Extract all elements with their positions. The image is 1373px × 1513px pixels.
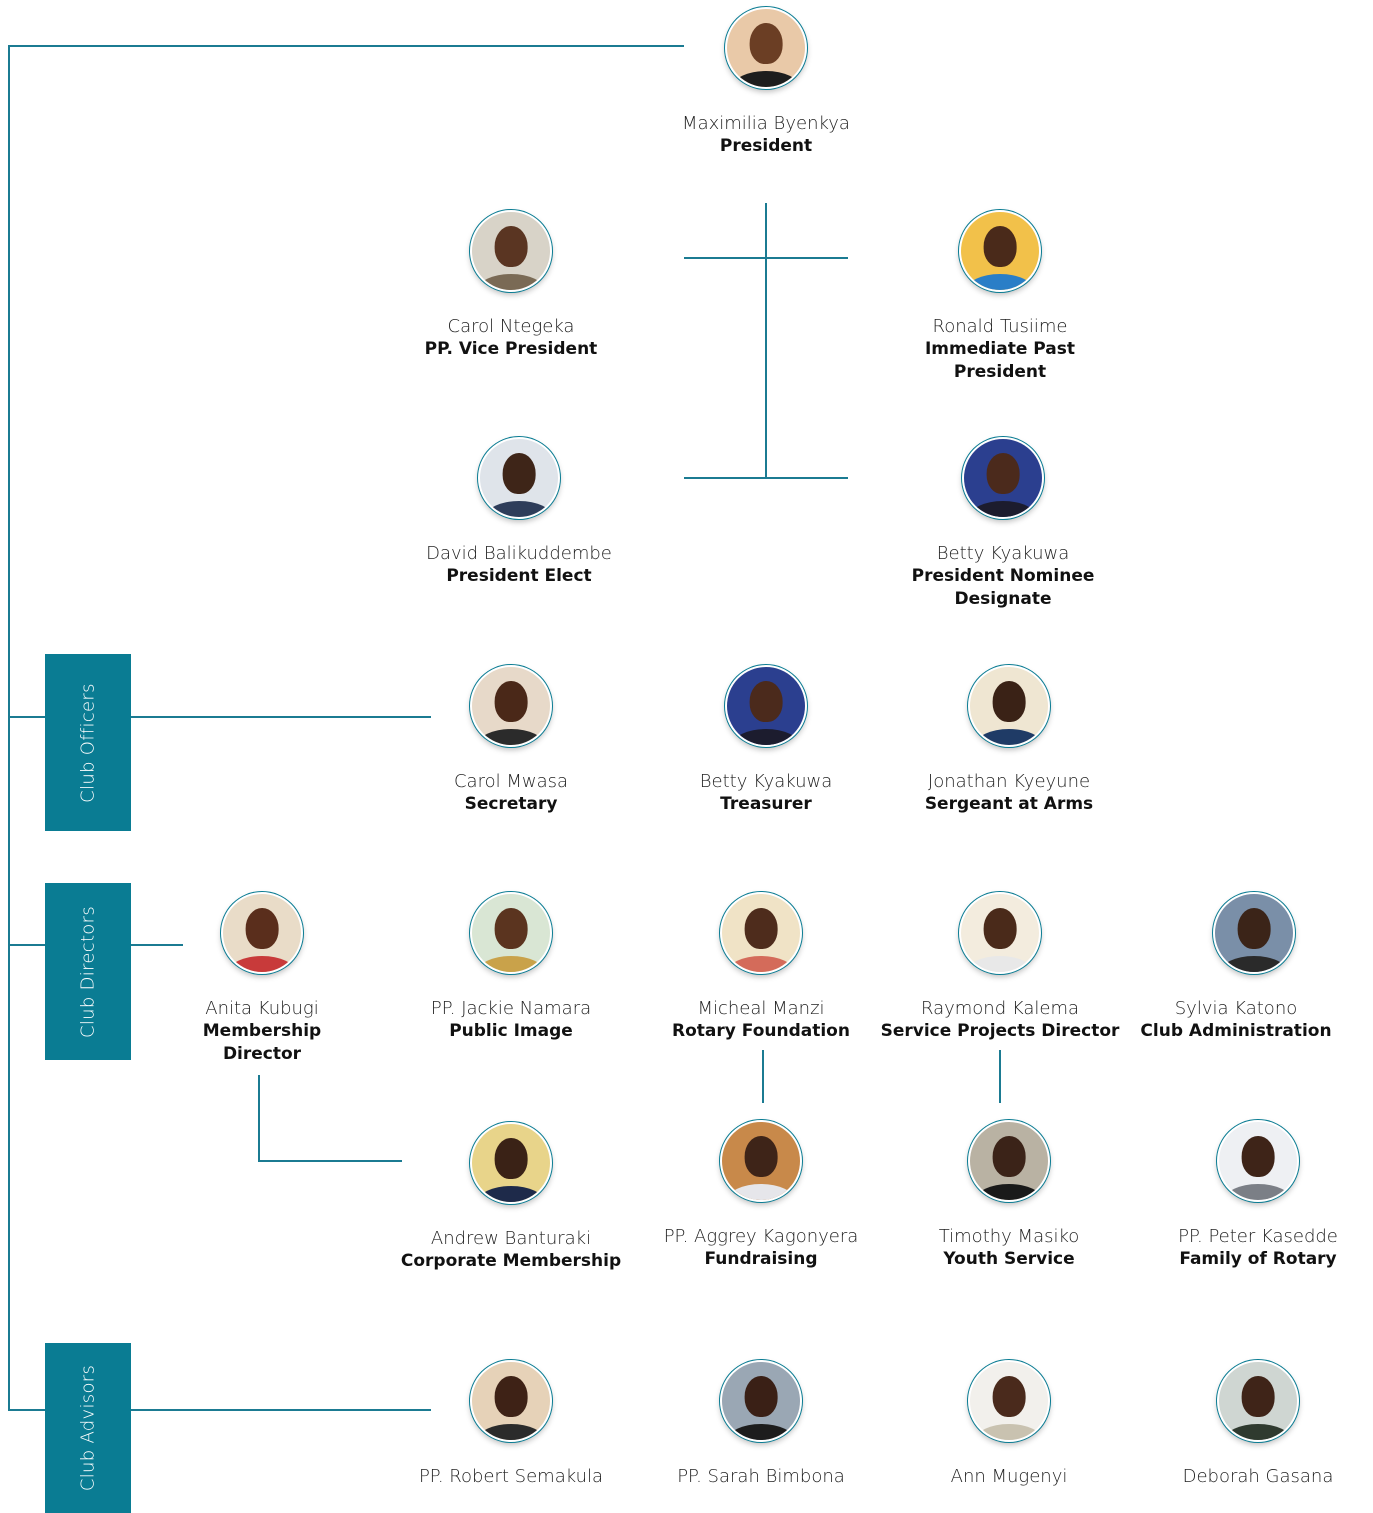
person-name: Deborah Gasana: [1182, 1466, 1334, 1487]
membership-director-avatar: [221, 892, 303, 974]
person-role: Immediate Past President: [924, 339, 1076, 382]
immediate-past-president-card: Ronald Tusiime Immediate Past President: [875, 210, 1125, 384]
sergeant-at-arms-avatar: [968, 665, 1050, 747]
secretary-avatar: [470, 665, 552, 747]
service-projects-avatar: [959, 892, 1041, 974]
president-elect-card: David Balikuddembe President Elect: [394, 437, 644, 588]
person-name: Carol Mwasa: [453, 771, 569, 792]
person-name: Carol Ntegeka: [447, 316, 575, 337]
president-nominee-avatar: [962, 437, 1044, 519]
vice-president-avatar: [470, 210, 552, 292]
president-avatar: [725, 7, 807, 89]
immediate-past-president-avatar: [959, 210, 1041, 292]
advisor-avatar: [1217, 1360, 1299, 1442]
public-image-avatar: [470, 892, 552, 974]
person-role: Fundraising: [704, 1249, 818, 1269]
president-elect-avatar: [478, 437, 560, 519]
club-advisors-label: Club Advisors: [77, 1364, 99, 1492]
person-name: PP. Aggrey Kagonyera: [663, 1226, 859, 1247]
advisor-card: Ann Mugenyi: [884, 1360, 1134, 1488]
rotary-foundation-avatar: [720, 892, 802, 974]
advisor-avatar: [968, 1360, 1050, 1442]
person-name: PP. Sarah Bimbona: [677, 1466, 845, 1487]
corporate-membership-card: Andrew Banturaki Corporate Membership: [386, 1122, 636, 1273]
person-name: Ann Mugenyi: [950, 1466, 1068, 1487]
person-name: PP. Peter Kasedde: [1178, 1226, 1338, 1247]
person-name: Jonathan Kyeyune: [927, 771, 1091, 792]
person-role: Public Image: [449, 1021, 573, 1041]
club-officers-label: Club Officers: [77, 682, 99, 803]
club-officers-tab: Club Officers: [45, 654, 131, 831]
club-administration-card: Sylvia Katono Club Administration: [1119, 892, 1373, 1043]
vice-president-card: Carol Ntegeka PP. Vice President: [386, 210, 636, 361]
corporate-membership-avatar: [470, 1122, 552, 1204]
rotary-foundation-card: Micheal Manzi Rotary Foundation: [636, 892, 886, 1043]
fundraising-card: PP. Aggrey Kagonyera Fundraising: [636, 1120, 886, 1271]
person-role: Treasurer: [720, 794, 812, 814]
membership-director-card: Anita Kubugi Membership Director: [137, 892, 387, 1066]
club-directors-tab: Club Directors: [45, 883, 131, 1060]
person-role: Club Administration: [1140, 1021, 1332, 1041]
advisor-avatar: [470, 1360, 552, 1442]
person-role: Service Projects Director: [880, 1021, 1120, 1041]
person-role: Sergeant at Arms: [924, 794, 1094, 814]
person-role: President Nominee Designate: [911, 566, 1095, 609]
person-name: PP. Robert Semakula: [418, 1466, 604, 1487]
club-advisors-tab: Club Advisors: [45, 1343, 131, 1513]
treasurer-avatar: [725, 665, 807, 747]
person-role: Family of Rotary: [1179, 1249, 1337, 1269]
person-name: Andrew Banturaki: [430, 1228, 592, 1249]
youth-service-avatar: [968, 1120, 1050, 1202]
treasurer-card: Betty Kyakuwa Treasurer: [641, 665, 891, 816]
person-name: David Balikuddembe: [426, 543, 612, 564]
family-of-rotary-avatar: [1217, 1120, 1299, 1202]
person-name: Ronald Tusiime: [932, 316, 1068, 337]
advisor-card: PP. Robert Semakula: [386, 1360, 636, 1488]
person-name: Maximilia Byenkya: [682, 113, 850, 134]
person-role: Youth Service: [943, 1249, 1075, 1269]
person-role: Rotary Foundation: [672, 1021, 850, 1041]
advisor-avatar: [720, 1360, 802, 1442]
person-name: Micheal Manzi: [697, 998, 825, 1019]
person-role: President: [719, 136, 813, 156]
family-of-rotary-card: PP. Peter Kasedde Family of Rotary: [1133, 1120, 1373, 1271]
person-role: Secretary: [464, 794, 558, 814]
person-name: Timothy Masiko: [938, 1226, 1080, 1247]
sergeant-at-arms-card: Jonathan Kyeyune Sergeant at Arms: [884, 665, 1134, 816]
person-name: Raymond Kalema: [920, 998, 1080, 1019]
public-image-card: PP. Jackie Namara Public Image: [386, 892, 636, 1043]
person-role: President Elect: [446, 566, 592, 586]
person-name: Anita Kubugi: [205, 998, 319, 1019]
advisor-card: PP. Sarah Bimbona: [636, 1360, 886, 1488]
president-nominee-card: Betty Kyakuwa President Nominee Designat…: [878, 437, 1128, 611]
person-role: Membership Director: [202, 1021, 322, 1064]
fundraising-avatar: [720, 1120, 802, 1202]
secretary-card: Carol Mwasa Secretary: [386, 665, 636, 816]
person-role: PP. Vice President: [424, 339, 598, 359]
club-directors-label: Club Directors: [77, 905, 99, 1038]
youth-service-card: Timothy Masiko Youth Service: [884, 1120, 1134, 1271]
club-administration-avatar: [1213, 892, 1295, 974]
president-card: Maximilia Byenkya President: [641, 7, 891, 158]
person-name: Betty Kyakuwa: [936, 543, 1070, 564]
person-role: Corporate Membership: [400, 1251, 622, 1271]
advisor-card: Deborah Gasana: [1133, 1360, 1373, 1488]
person-name: Sylvia Katono: [1174, 998, 1298, 1019]
person-name: Betty Kyakuwa: [699, 771, 833, 792]
person-name: PP. Jackie Namara: [430, 998, 592, 1019]
service-projects-card: Raymond Kalema Service Projects Director: [875, 892, 1125, 1043]
